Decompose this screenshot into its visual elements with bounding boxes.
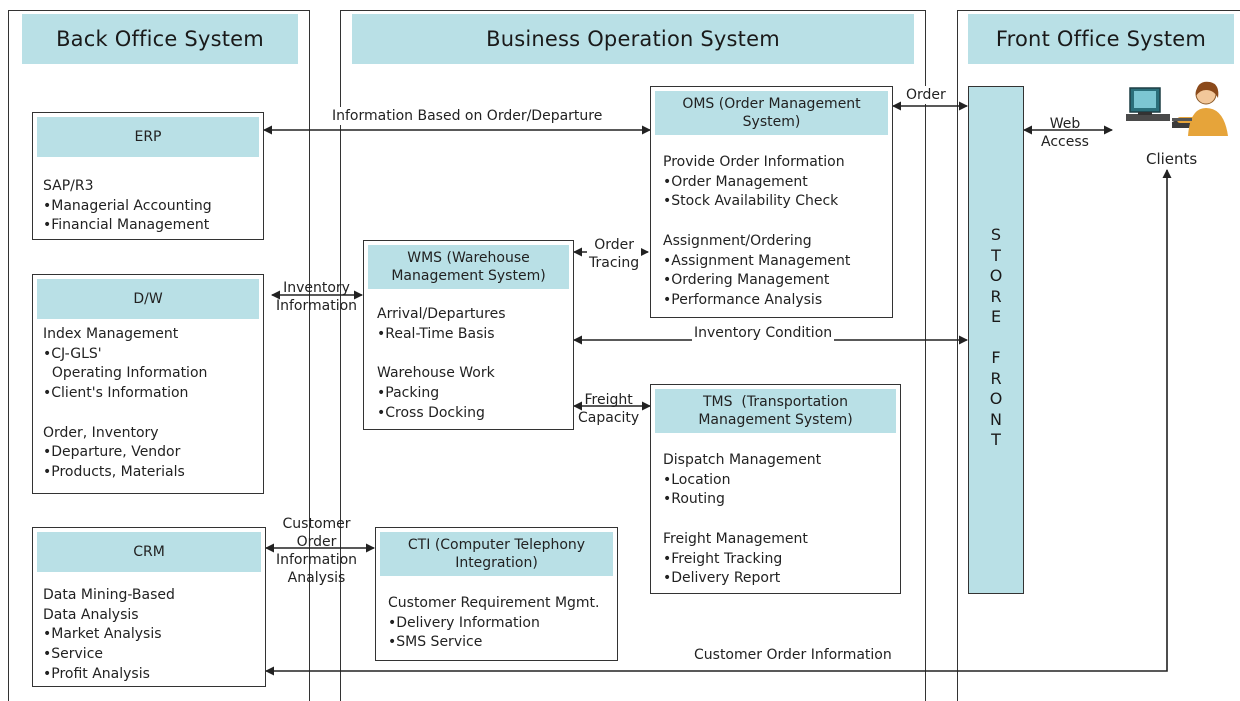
crm-title: CRM bbox=[37, 532, 261, 572]
erp-title: ERP bbox=[37, 117, 259, 157]
store-front-bar: S T O R E F R O N T bbox=[968, 86, 1024, 594]
clients-label: Clients bbox=[1146, 150, 1198, 168]
clients-at-computer-icon bbox=[1126, 81, 1228, 136]
wms-body: Arrival/Departures •Real-Time Basis Ware… bbox=[377, 306, 506, 421]
wms-store-connection-label: Inventory Condition bbox=[692, 324, 835, 342]
back-office-header: Back Office System bbox=[22, 14, 298, 64]
erp-box: ERP SAP/R3 •Managerial Accounting •Finan… bbox=[32, 112, 264, 240]
crm-cti-connection-label: Customer Order Information Analysis bbox=[276, 516, 358, 586]
oms-title: OMS (Order Management System) bbox=[655, 91, 888, 135]
cti-body: Customer Requirement Mgmt. •Delivery Inf… bbox=[388, 595, 600, 651]
wms-title: WMS (Warehouse Management System) bbox=[368, 245, 569, 289]
oms-box: OMS (Order Management System) Provide Or… bbox=[650, 86, 893, 318]
dw-body: Index Management •CJ-GLS' Operating Info… bbox=[43, 326, 208, 480]
store-front-label: S T O R E F R O N T bbox=[989, 225, 1003, 449]
tms-box: TMS (Transportation Management System) D… bbox=[650, 384, 901, 594]
erp-body: SAP/R3 •Managerial Accounting •Financial… bbox=[43, 178, 212, 234]
tms-title: TMS (Transportation Management System) bbox=[655, 389, 896, 433]
arrow-clients-crm bbox=[265, 169, 1172, 676]
dw-title: D/W bbox=[37, 279, 259, 319]
cti-box: CTI (Computer Telephony Integration) Cus… bbox=[375, 527, 618, 661]
business-operation-header: Business Operation System bbox=[352, 14, 914, 64]
wms-box: WMS (Warehouse Management System) Arriva… bbox=[363, 240, 574, 430]
wms-tms-connection-label: Freight Capacity bbox=[578, 392, 640, 426]
oms-body: Provide Order Information •Order Managem… bbox=[663, 154, 851, 308]
front-office-header: Front Office System bbox=[968, 14, 1234, 64]
dw-wms-connection-label: Inventory Information bbox=[276, 280, 358, 314]
store-clients-connection-label: Web Access bbox=[1041, 116, 1089, 150]
dw-box: D/W Index Management •CJ-GLS' Operating … bbox=[32, 274, 264, 494]
crm-body: Data Mining-Based Data Analysis •Market … bbox=[43, 587, 175, 682]
clients-crm-connection-label: Customer Order Information bbox=[692, 646, 894, 664]
tms-body: Dispatch Management •Location •Routing F… bbox=[663, 452, 822, 587]
oms-store-connection-label: Order bbox=[904, 86, 948, 104]
wms-oms-connection-label: Order Tracing bbox=[587, 236, 642, 272]
cti-title: CTI (Computer Telephony Integration) bbox=[380, 532, 613, 576]
erp-oms-connection-label: Information Based on Order/Departure bbox=[330, 107, 605, 125]
crm-box: CRM Data Mining-Based Data Analysis •Mar… bbox=[32, 527, 266, 687]
